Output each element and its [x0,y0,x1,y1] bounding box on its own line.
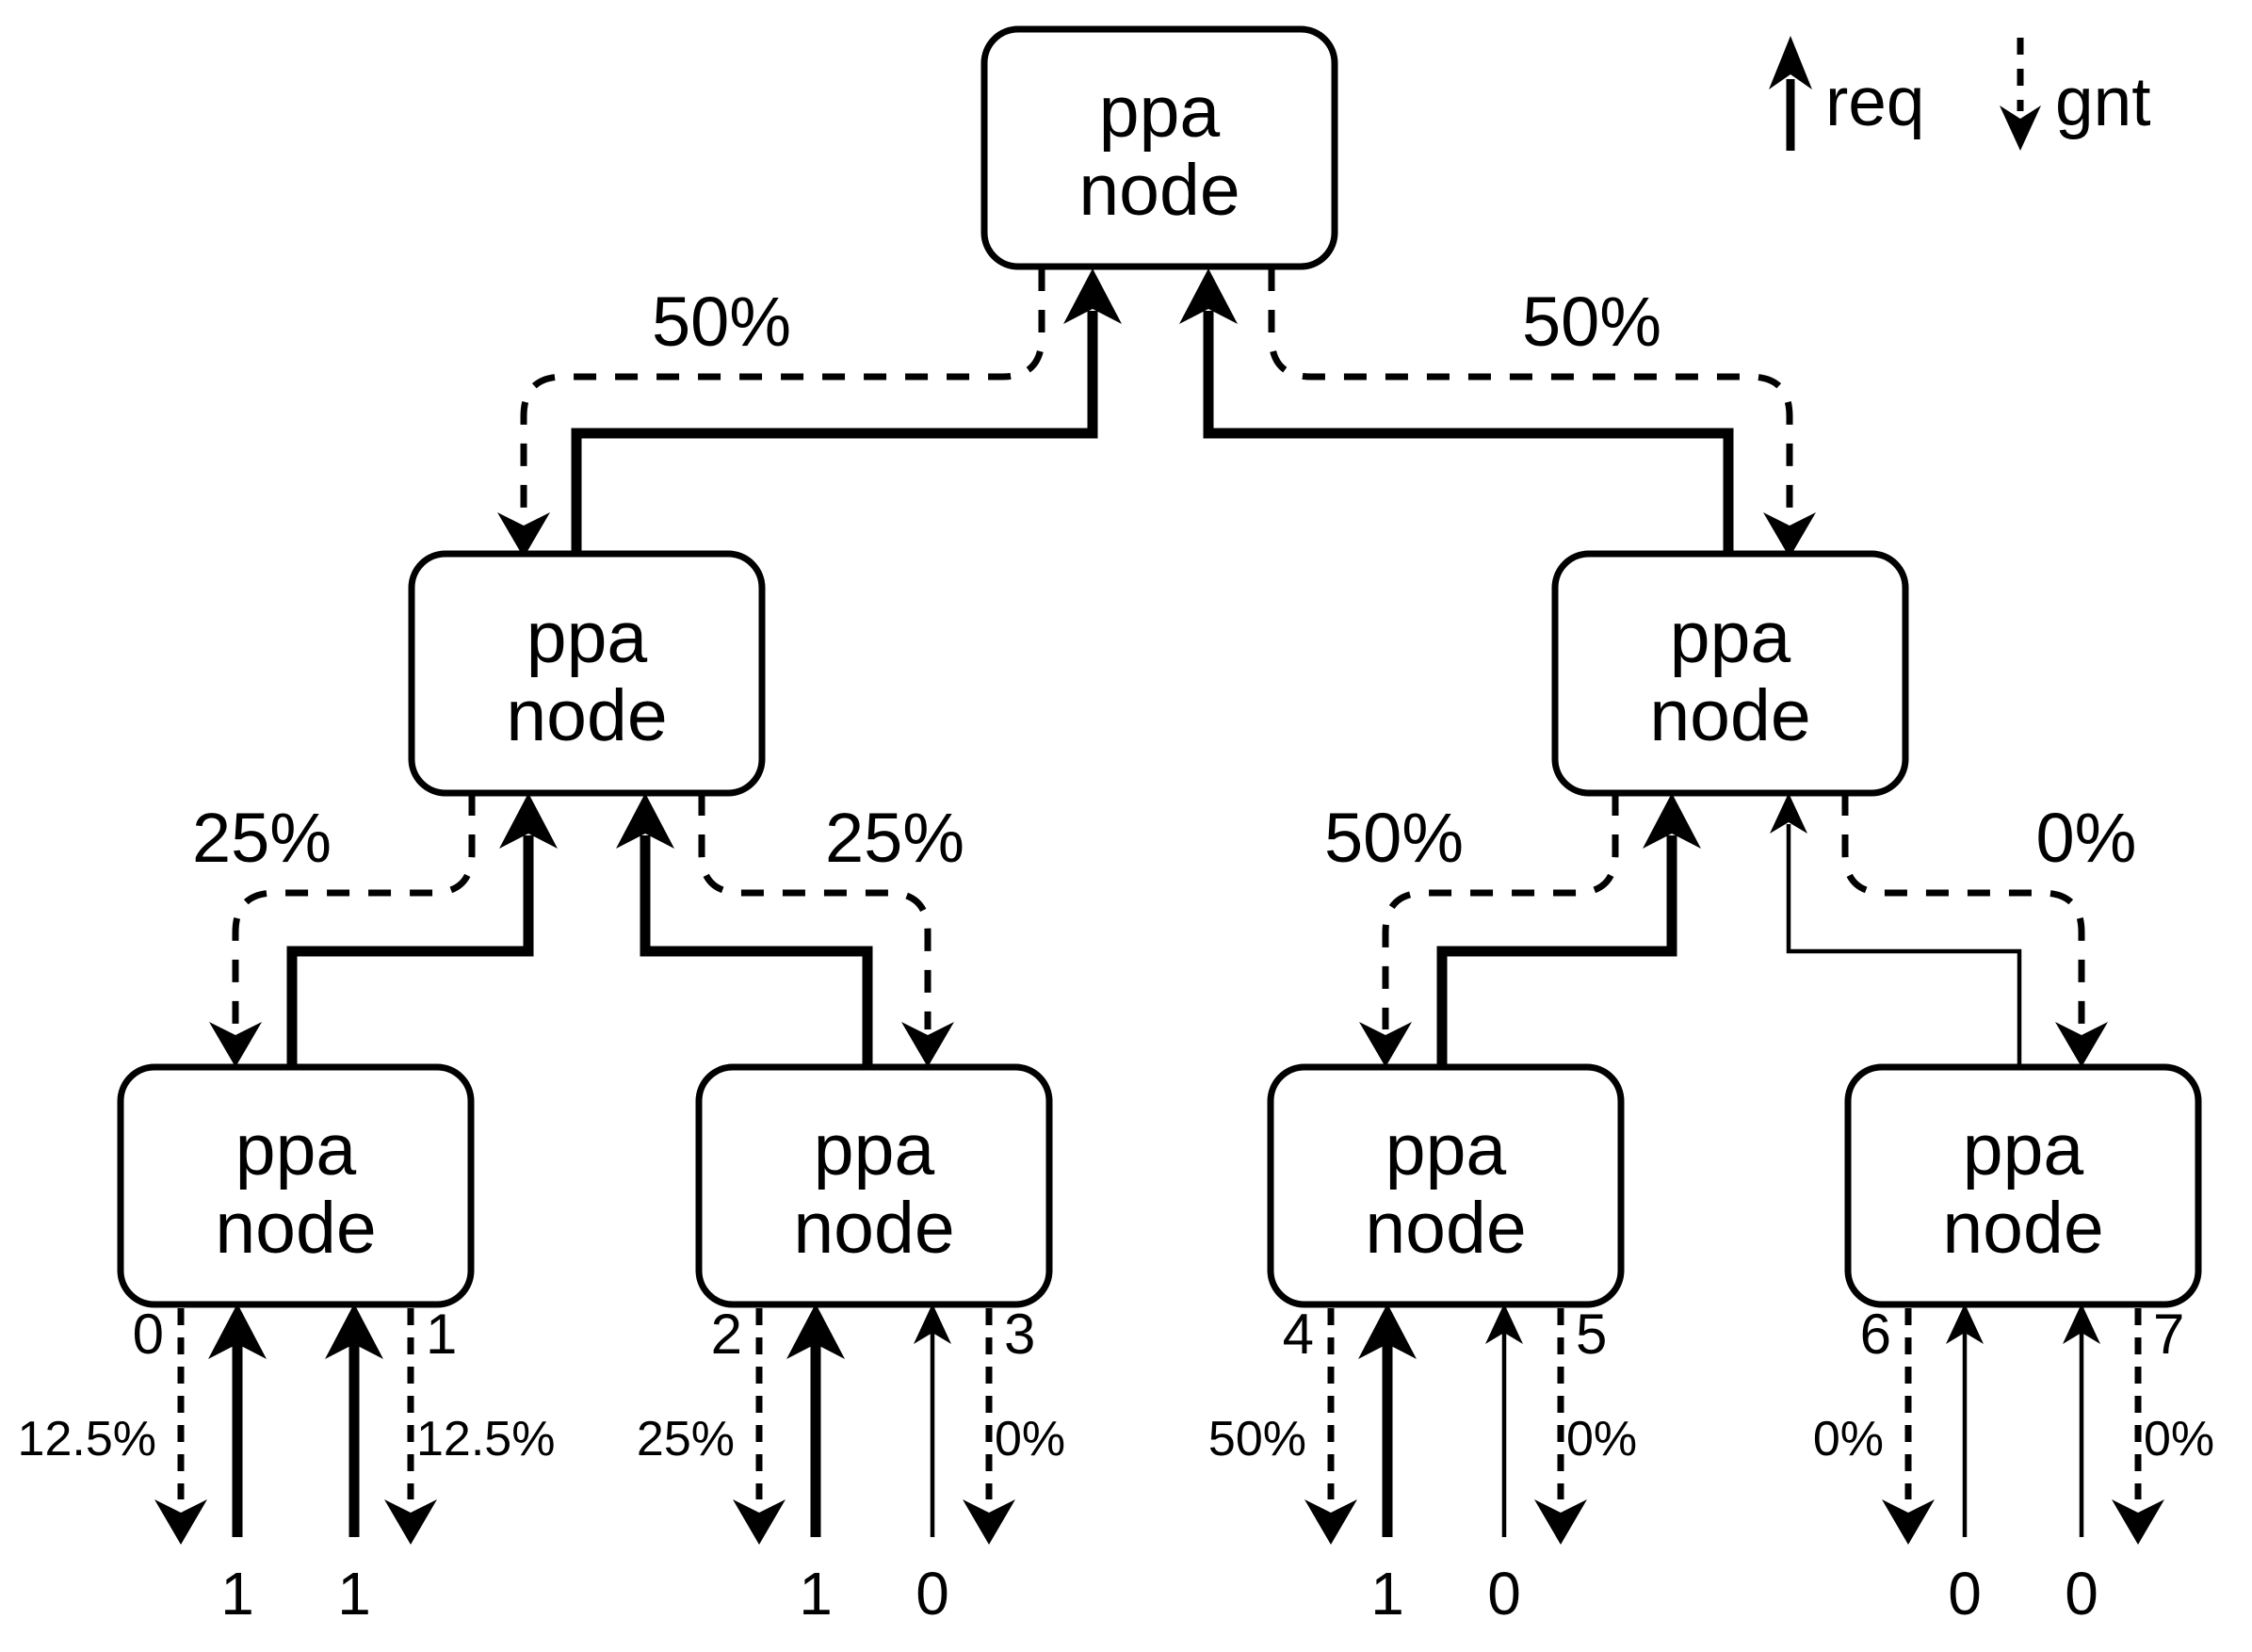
gnt-output-arrowhead-icon-6 [1882,1499,1935,1545]
gnt-midright-to-leaf3-arrowhead-icon [2055,1022,2108,1067]
gnt-midright-to-leaf2-arrowhead-icon [1359,1022,1412,1067]
port-share-label-7: 0% [2144,1412,2214,1466]
ppa-node-root-label-line2: node [1078,150,1239,231]
gnt-output-arrowhead-icon-0 [154,1499,207,1545]
ppa-node-mid-right-label-line1: ppa [1670,597,1791,678]
req-midright-to-root-line [1203,311,1734,554]
req-leaf1-to-midleft-arrowhead-icon [616,793,674,849]
ppa-node-leaf-3 [1844,1063,2202,1308]
req-midleft-to-root-arrowhead-icon [1063,268,1122,324]
gnt-output-arrowhead-icon-5 [1534,1499,1587,1545]
gnt-root-to-midright-arrowhead-icon [1763,512,1816,558]
req-value-label-1: 1 [337,1560,371,1628]
req-value-label-7: 0 [2065,1560,2098,1628]
req-value-label-0: 1 [220,1560,254,1628]
ppa-node-mid-right-label-line2: node [1649,675,1810,756]
port-number-label-2: 2 [711,1303,742,1366]
port-number-label-4: 4 [1283,1303,1314,1366]
gnt-output-arrowhead-icon-4 [1304,1499,1357,1545]
grant-share-label-4: 50% [1324,799,1464,877]
ppa-node-leaf-3-label-line1: ppa [1963,1109,2084,1190]
ppa-node-leaf-0-label-line1: ppa [235,1109,357,1190]
gnt-root-to-midright-line [1268,268,1793,520]
req-value-label-5: 0 [1487,1560,1521,1628]
req-midleft-to-root-line [571,311,1098,554]
ppa-node-leaf-1-label-line2: node [793,1188,954,1269]
req-value-label-3: 0 [915,1560,949,1628]
ppa-node-leaf-1 [695,1063,1053,1308]
port-number-label-6: 6 [1860,1303,1891,1366]
port-share-label-5: 0% [1566,1412,1637,1466]
port-share-label-0: 12.5% [18,1412,156,1466]
grant-share-label-0: 50% [652,283,791,361]
ppa-node-leaf-0-label-line2: node [215,1188,376,1269]
port-share-label-6: 0% [1813,1412,1884,1466]
port-share-label-2: 25% [637,1412,735,1466]
port-number-label-3: 3 [1004,1303,1035,1366]
gnt-output-arrowhead-icon-3 [963,1499,1015,1545]
req-leaf2-to-midright-line [1436,835,1677,1067]
port-number-label-5: 5 [1576,1303,1607,1366]
ppa-node-leaf-3-label-line2: node [1942,1188,2103,1269]
req-input-arrowhead-icon-3 [914,1304,951,1344]
ppa-node-mid-left-label-line1: ppa [527,597,648,678]
ppa-node-mid-left [408,550,766,797]
req-input-arrowhead-icon-7 [2063,1304,2100,1344]
grant-share-label-5: 0% [2036,799,2137,877]
req-input-arrowhead-icon-2 [786,1304,845,1359]
gnt-root-to-midleft-line [520,268,1045,520]
port-number-label-0: 0 [133,1303,164,1366]
grant-share-label-1: 50% [1522,283,1661,361]
ppa-node-leaf-0 [117,1063,475,1308]
req-input-arrowhead-icon-5 [1485,1304,1523,1344]
legend-gnt-arrowhead-icon [2000,105,2041,151]
ppa-node-leaf-2-label-line1: ppa [1385,1109,1507,1190]
req-input-arrowhead-icon-4 [1358,1304,1417,1359]
gnt-output-arrowhead-icon-1 [384,1499,437,1545]
legend-req-arrowhead-icon [1769,36,1812,89]
legend-gnt-label: gnt [2055,64,2150,140]
req-midright-to-root-arrowhead-icon [1179,268,1238,324]
ppa-node-root-label-line1: ppa [1099,72,1221,153]
ppa-node-mid-right [1551,550,1909,797]
gnt-midleft-to-leaf1-arrowhead-icon [901,1022,954,1067]
ppa-node-root [980,25,1338,270]
req-value-label-2: 1 [799,1560,833,1628]
port-share-label-1: 12.5% [416,1412,555,1466]
ppa-node-mid-left-label-line2: node [506,675,667,756]
gnt-root-to-midleft-arrowhead-icon [497,512,550,558]
req-value-label-6: 0 [1948,1560,1982,1628]
req-input-arrowhead-icon-1 [325,1304,383,1359]
ppa-node-leaf-1-label-line1: ppa [814,1109,935,1190]
req-leaf0-to-midleft-line [286,835,534,1067]
port-share-label-3: 0% [995,1412,1065,1466]
port-number-label-7: 7 [2153,1303,2184,1366]
req-leaf1-to-midleft-line [640,835,873,1067]
grant-share-label-3: 25% [825,799,964,877]
legend-req-label: req [1825,64,1925,140]
req-leaf2-to-midright-arrowhead-icon [1643,793,1701,849]
req-input-arrowhead-icon-0 [208,1304,267,1359]
grant-share-label-2: 25% [192,799,332,877]
gnt-midleft-to-leaf0-arrowhead-icon [209,1022,262,1067]
req-leaf0-to-midleft-arrowhead-icon [499,793,558,849]
ppa-node-leaf-2-label-line2: node [1365,1188,1526,1269]
req-value-label-4: 1 [1370,1560,1404,1628]
gnt-output-arrowhead-icon-7 [2112,1499,2164,1545]
port-share-label-4: 50% [1208,1412,1306,1466]
req-leaf3-to-midright-arrowhead-icon [1770,793,1807,834]
gnt-output-arrowhead-icon-2 [733,1499,786,1545]
req-input-arrowhead-icon-6 [1946,1304,1984,1344]
req-leaf3-to-midright-line [1786,824,2022,1067]
port-number-label-1: 1 [426,1303,457,1366]
ppa-node-leaf-2 [1267,1063,1625,1308]
